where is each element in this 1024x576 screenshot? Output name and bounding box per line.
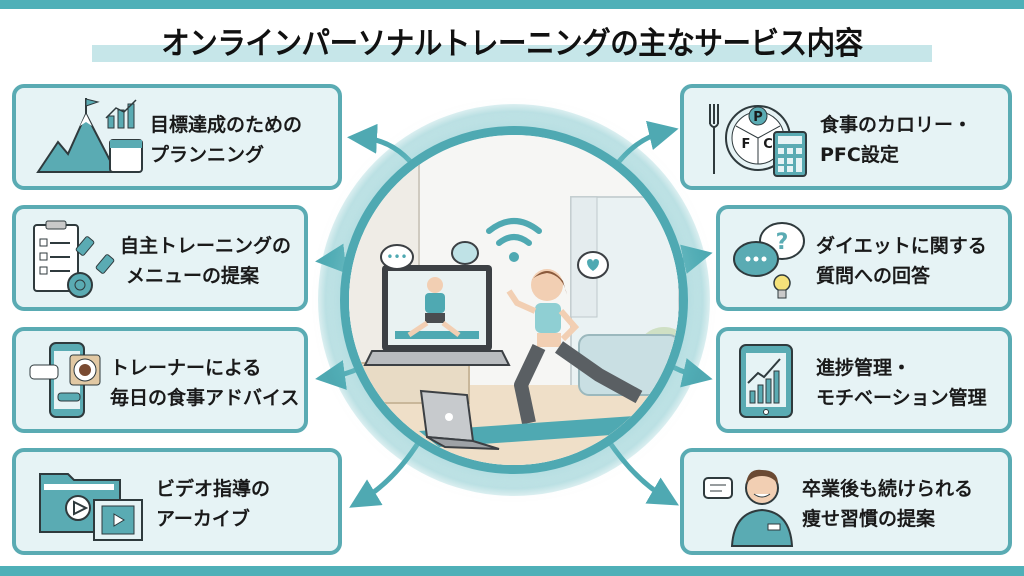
title-area: オンラインパーソナルトレーニングの主なサービス内容	[0, 14, 1024, 66]
top-accent-bar	[0, 0, 1024, 9]
card-label: トレーナーによる 毎日の食事アドバイス	[110, 357, 300, 409]
page-title: オンラインパーソナルトレーニングの主なサービス内容	[161, 26, 863, 62]
trainer-person-chat-icon	[703, 469, 794, 547]
card-label: 食事のカロリー・ PFC設定	[820, 114, 973, 166]
svg-text:C: C	[763, 137, 773, 152]
card-habit-proposal: 卒業後も続けられる 痩せ習慣の提案	[680, 448, 1012, 555]
fork-pfc-plate-calculator-icon: P F C	[709, 104, 807, 177]
card-diet-questions: ? ダイエットに関する 質問への回答	[716, 205, 1012, 311]
card-video-archive: ビデオ指導の アーカイブ	[12, 448, 342, 555]
svg-text:F: F	[742, 137, 751, 152]
tablet-growth-chart-icon	[739, 344, 793, 418]
mountain-flag-chart-calendar-icon	[36, 98, 143, 173]
wifi-icon	[486, 218, 542, 246]
card-label: 進捗管理・ モチベーション管理	[816, 357, 987, 409]
card-goal-planning: 目標達成のための プランニング	[12, 84, 342, 190]
online-training-scene-icon: •••	[349, 135, 679, 465]
card-label: 自主トレーニングの メニューの提案	[120, 235, 292, 287]
card-label: ビデオ指導の アーカイブ	[156, 478, 271, 530]
smartphone-chat-meal-icon	[29, 342, 101, 418]
question-bubbles-lightbulb-icon: ?	[733, 222, 805, 299]
svg-text:•••: •••	[386, 250, 407, 264]
card-label: 卒業後も続けられる 痩せ習慣の提案	[802, 478, 974, 530]
title-highlight	[92, 45, 932, 62]
clipboard-dumbbell-mat-icon	[33, 220, 115, 298]
svg-text:P: P	[753, 110, 763, 125]
video-folder-film-icon	[39, 473, 143, 541]
card-meal-advice: トレーナーによる 毎日の食事アドバイス	[12, 327, 308, 433]
card-calorie-pfc: P F C 食事のカロリー・ PFC設定	[680, 84, 1012, 190]
bottom-accent-bar	[0, 566, 1024, 576]
card-label: ダイエットに関する 質問への回答	[816, 235, 987, 287]
card-label: 目標達成のための プランニング	[150, 114, 303, 166]
center-illustration: •••	[340, 126, 688, 474]
card-training-menu: 自主トレーニングの メニューの提案	[12, 205, 308, 311]
card-progress-motivation: 進捗管理・ モチベーション管理	[716, 327, 1012, 433]
svg-text:?: ?	[776, 230, 789, 255]
